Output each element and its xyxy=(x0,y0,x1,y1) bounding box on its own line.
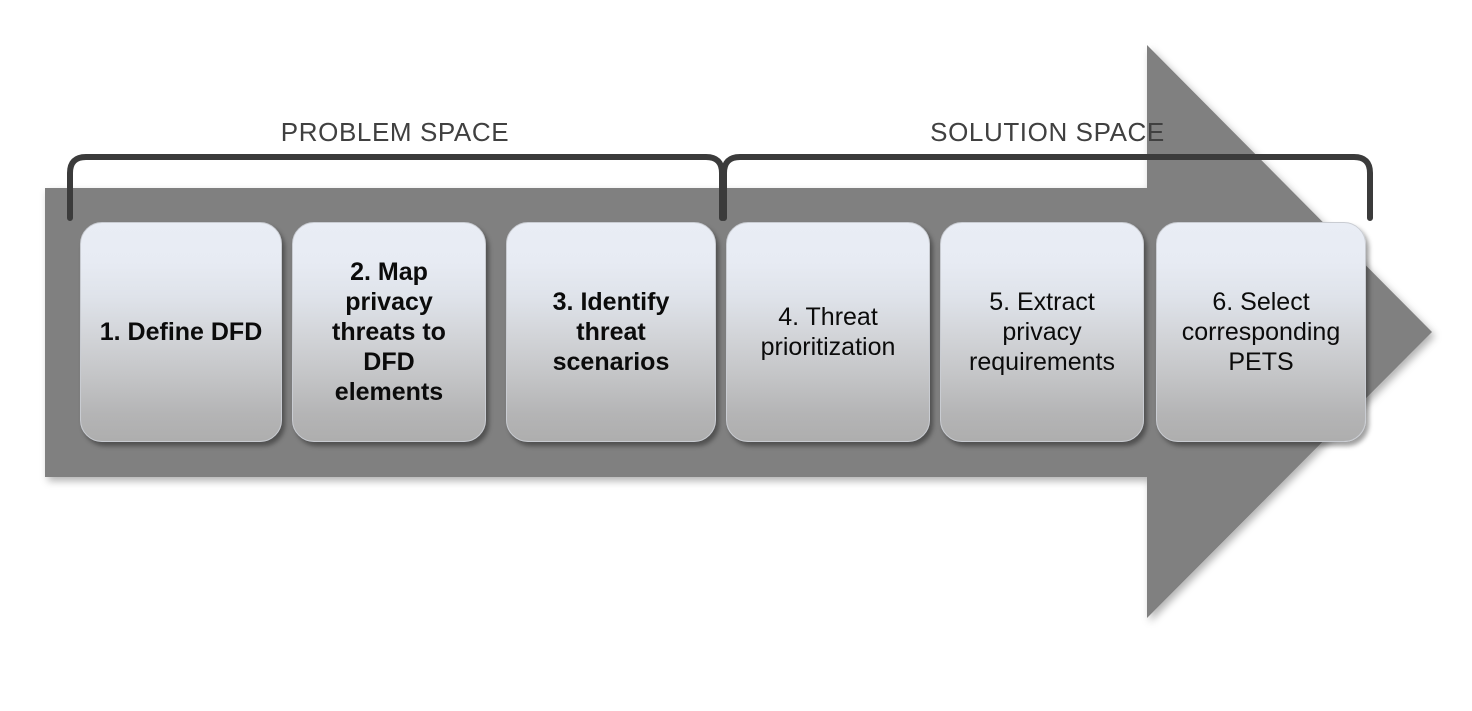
solution-space-label: SOLUTION SPACE xyxy=(930,117,1165,147)
step-box-3[interactable]: 3. Identify threat scenarios xyxy=(506,222,716,442)
step-label-1: 1. Define DFD xyxy=(99,318,263,346)
step-label-5: 5. Extract privacy requirements xyxy=(969,288,1115,376)
step-box-5[interactable]: 5. Extract privacy requirements xyxy=(940,222,1144,442)
step-label-2: 2. Map privacy threats to DFD elements xyxy=(332,258,446,406)
step-label-3: 3. Identify threat scenarios xyxy=(552,288,670,376)
step-label-6: 6. Select corresponding PETS xyxy=(1181,288,1341,376)
step-box-6[interactable]: 6. Select corresponding PETS xyxy=(1156,222,1366,442)
solution-space-bracket xyxy=(721,154,1373,221)
step-box-1[interactable]: 1. Define DFD xyxy=(80,222,282,442)
step-box-2[interactable]: 2. Map privacy threats to DFD elements xyxy=(292,222,486,442)
problem-space-bracket xyxy=(67,154,725,221)
step-box-4[interactable]: 4. Threat prioritization xyxy=(726,222,930,442)
step-label-4: 4. Threat prioritization xyxy=(760,303,896,361)
problem-space-label: PROBLEM SPACE xyxy=(280,117,510,147)
